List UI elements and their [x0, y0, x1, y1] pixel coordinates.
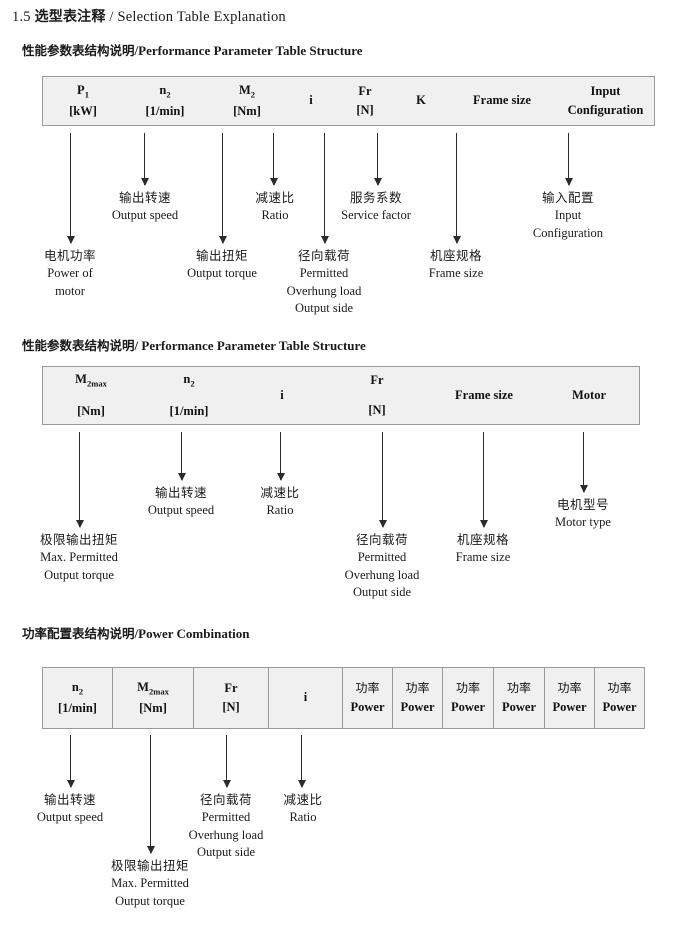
- arrow-table1-n2: [140, 133, 149, 186]
- table1-col-frame-size: Frame size: [473, 93, 531, 108]
- annotation-table2-max-permitted-output-torque: 极限输出扭矩 Max. Permitted Output torque: [39, 532, 119, 582]
- annotation-table1-frame-size: 机座规格 Frame size: [428, 248, 484, 280]
- table3-col-i: i: [268, 668, 342, 728]
- section-1-heading-cn: 性能参数表结构说明: [22, 43, 135, 58]
- section-1-heading: 性能参数表结构说明/Performance Parameter Table St…: [22, 40, 363, 59]
- annotation-table1-output-torque: 输出扭矩 Output torque: [187, 248, 257, 280]
- page-title-separator: /: [109, 9, 114, 25]
- performance-parameter-table-2: M2max [Nm] n2 [1/min] i Fr [N] Frame siz…: [42, 366, 640, 425]
- arrow-table2-fr: [378, 432, 387, 528]
- section-2-heading-cn: 性能参数表结构说明: [22, 338, 135, 353]
- arrow-table1-p1: [66, 133, 75, 244]
- arrow-table1-m2: [218, 133, 227, 244]
- annotation-table1-power-of-motor: 电机功率 Power of motor: [43, 248, 97, 298]
- arrow-table1-k: [373, 133, 382, 186]
- section-2-heading-separator: /: [134, 338, 139, 353]
- table2-col-fr: Fr [N]: [368, 372, 386, 417]
- table3-col-power-1: 功率 Power: [342, 668, 392, 728]
- annotation-table2-frame-size: 机座规格 Frame size: [455, 532, 511, 564]
- table3-col-power-2: 功率 Power: [392, 668, 442, 728]
- annotation-table3-overhung-load: 径向载荷 Permitted Overhung load Output side: [188, 792, 264, 860]
- table2-col-m2max: M2max [Nm]: [75, 371, 107, 418]
- table2-col-n2: n2 [1/min]: [169, 371, 209, 418]
- arrow-table1-frame-size: [452, 133, 461, 244]
- table1-col-n2: n2 [1/min]: [145, 82, 185, 118]
- annotation-table3-ratio: 减速比 Ratio: [283, 792, 323, 824]
- arrow-table1-i: [269, 133, 278, 186]
- section-2-heading-en: Performance Parameter Table Structure: [141, 338, 366, 353]
- annotation-table2-ratio: 减速比 Ratio: [260, 485, 300, 517]
- table3-col-power-3: 功率 Power: [442, 668, 493, 728]
- annotation-table1-output-speed: 输出转速 Output speed: [111, 190, 179, 222]
- annotation-table2-output-speed: 输出转速 Output speed: [147, 485, 215, 517]
- annotation-table3-max-permitted-output-torque: 极限输出扭矩 Max. Permitted Output torque: [110, 858, 190, 908]
- page-title: 1.5 选型表注释 / Selection Table Explanation: [12, 6, 286, 26]
- annotation-table1-ratio: 减速比 Ratio: [255, 190, 295, 222]
- annotation-table2-overhung-load: 径向载荷 Permitted Overhung load Output side: [344, 532, 420, 600]
- table1-col-k: K: [416, 93, 426, 108]
- arrow-table2-motor: [579, 432, 588, 493]
- section-3-heading-en: Power Combination: [138, 626, 250, 641]
- section-2-heading: 性能参数表结构说明/ Performance Parameter Table S…: [22, 335, 366, 354]
- section-3-heading-cn: 功率配置表结构说明: [22, 626, 135, 641]
- section-3-heading: 功率配置表结构说明/Power Combination: [22, 623, 250, 642]
- arrow-table2-i: [276, 432, 285, 481]
- arrow-table2-frame-size: [479, 432, 488, 528]
- table1-col-fr: Fr [N]: [356, 83, 374, 117]
- arrow-table3-m2max: [146, 735, 155, 854]
- table3-col-m2max: M2max [Nm]: [112, 668, 193, 728]
- section-3-heading-separator: /: [134, 626, 139, 641]
- table2-col-frame-size: Frame size: [455, 387, 513, 402]
- annotation-table3-output-speed: 输出转速 Output speed: [36, 792, 104, 824]
- annotation-table1-service-factor: 服务系数 Service factor: [341, 190, 411, 222]
- performance-parameter-table-1: P1 [kW] n2 [1/min] M2 [Nm] i Fr [N] K Fr…: [42, 76, 655, 126]
- page-title-cn: 选型表注释: [34, 9, 106, 25]
- arrow-table3-fr: [222, 735, 231, 788]
- table1-col-p1: P1 [kW]: [69, 82, 97, 118]
- annotation-table1-overhung-load: 径向载荷 Permitted Overhung load Output side: [286, 248, 362, 316]
- annotation-table1-input-configuration: 输入配置 Input Configuration: [532, 190, 604, 240]
- annotation-table2-motor-type: 电机型号 Motor type: [555, 497, 611, 529]
- table3-col-power-4: 功率 Power: [493, 668, 544, 728]
- power-combination-table: n2 [1/min] M2max [Nm] Fr [N] i 功率 Power …: [42, 667, 645, 729]
- table3-col-power-6: 功率 Power: [594, 668, 644, 728]
- section-1-heading-separator: /: [134, 43, 139, 58]
- arrow-table1-input-configuration: [564, 133, 573, 186]
- arrow-table2-m2max: [75, 432, 84, 528]
- page-title-number: 1.5: [12, 9, 31, 25]
- table3-col-power-5: 功率 Power: [544, 668, 594, 728]
- table1-col-input-configuration: Input Configuration: [567, 83, 644, 117]
- table3-col-fr: Fr [N]: [193, 668, 268, 728]
- arrow-table2-n2: [177, 432, 186, 481]
- table3-col-n2: n2 [1/min]: [58, 679, 97, 715]
- arrow-table1-fr: [320, 133, 329, 244]
- table2-col-motor: Motor: [571, 387, 606, 402]
- table1-col-m2: M2 [Nm]: [233, 82, 261, 118]
- arrow-table3-i: [297, 735, 306, 788]
- page-title-en: Selection Table Explanation: [117, 9, 286, 25]
- section-1-heading-en: Performance Parameter Table Structure: [138, 43, 363, 58]
- table2-col-i: i: [280, 387, 284, 402]
- arrow-table3-n2: [66, 735, 75, 788]
- table1-col-i: i: [309, 93, 313, 108]
